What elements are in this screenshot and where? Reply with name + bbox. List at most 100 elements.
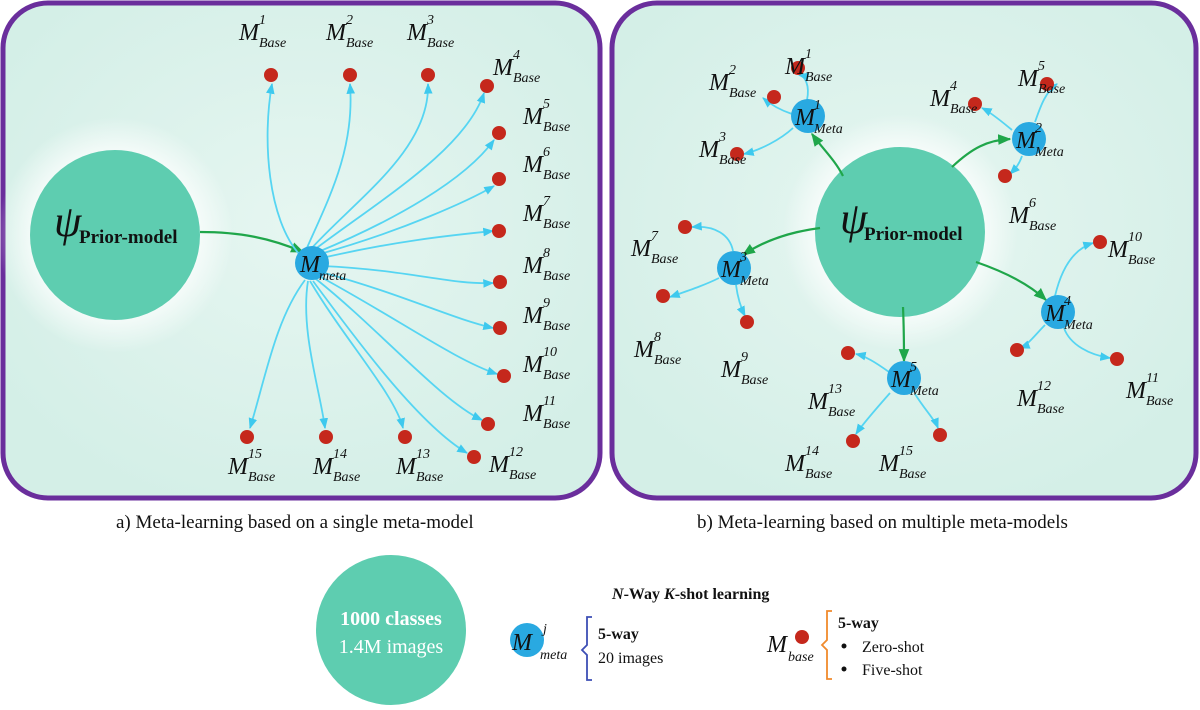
base-node [968,97,982,111]
base-node [398,430,412,444]
prior-to-meta-arrow [975,260,1047,301]
base-label-sup: 7 [543,194,551,209]
base-node [1010,343,1024,357]
prior-symbol: ψ [840,194,868,243]
prior-label: Prior-model [79,227,177,248]
meta-to-base-arrow [309,280,405,430]
base-label-sub: Base [1128,253,1155,268]
base-label-sup: 6 [1029,196,1036,211]
meta-label: M [720,257,743,283]
base-label-sub: Base [259,36,286,51]
meta-to-base-arrow [1054,241,1095,297]
base-label-sup: 7 [651,229,659,244]
meta-sub: Meta [1063,318,1093,333]
legend-base-node [795,630,809,644]
base-node [480,79,494,93]
base-label-sup: 2 [346,13,353,28]
base-label-sup: 14 [805,444,819,459]
base-label-m: M [807,389,830,415]
base-label-sub: Base [427,36,454,51]
meta-to-base-arrow [690,221,734,252]
meta-label: M [890,367,913,393]
base-label-sup: 3 [718,130,726,145]
meta-to-base-arrow [318,275,499,376]
meta-to-base-arrow [742,127,794,156]
prior-to-meta-arrow [898,306,910,363]
base-label-sup: 3 [426,13,434,28]
legend-base-sub: base [788,650,814,665]
legend-base-item: Zero-shot [862,639,925,656]
legend-meta-node [510,623,544,657]
base-label-m: M [227,454,250,480]
base-label-sup: 8 [543,246,550,261]
base-label-sup: 5 [543,97,550,112]
base-label-sub: Base [1038,82,1065,97]
base-node [421,68,435,82]
base-label-sub: Base [416,470,443,485]
legend-meta-images: 20 images [598,650,663,667]
base-label-m: M [488,452,511,478]
meta-to-base-arrow [981,107,1013,131]
meta-to-base-arrow [248,279,306,430]
meta-to-base-arrow [317,139,495,253]
base-node [497,369,511,383]
legend-meta-sub: meta [540,648,567,663]
base-label-sup: 12 [509,445,523,460]
base-node [343,68,357,82]
meta-node [717,251,751,285]
base-label-sup: 13 [828,382,842,397]
base-node [264,68,278,82]
base-label-sub: Base [543,168,570,183]
base-label-m: M [630,236,653,262]
meta-to-base-arrow [855,392,891,435]
base-node [493,321,507,335]
meta-to-base-arrow [312,280,468,454]
meta-to-base-arrow [320,271,495,331]
base-label-sup: 15 [248,447,262,462]
legend-meta-way: 5-way [598,626,639,643]
base-label-m: M [784,54,807,80]
base-node [1110,352,1124,366]
meta-sub: meta [319,269,346,284]
base-label-sub: Base [741,373,768,388]
meta-label: M [1015,128,1038,154]
panel-b-caption: b) Meta-learning based on multiple meta-… [697,512,1068,533]
base-label-sup: 12 [1037,379,1051,394]
meta-sup: 4 [1064,294,1071,309]
legend-meta-label: M [511,630,534,656]
meta-label: M [794,105,817,131]
meta-to-base-arrow [266,82,301,256]
base-node [846,434,860,448]
base-label-sup: 13 [416,447,430,462]
legend-base-bracket [820,610,832,680]
base-label-sub: Base [543,217,570,232]
base-label-sup: 11 [1146,371,1159,386]
base-node [740,315,754,329]
base-label-sub: Base [333,470,360,485]
base-label-sub: Base [654,353,681,368]
base-label-sup: 4 [513,48,520,63]
base-label-sub: Base [719,153,746,168]
panel-b-prior-model: ψ Prior-model [815,147,985,317]
